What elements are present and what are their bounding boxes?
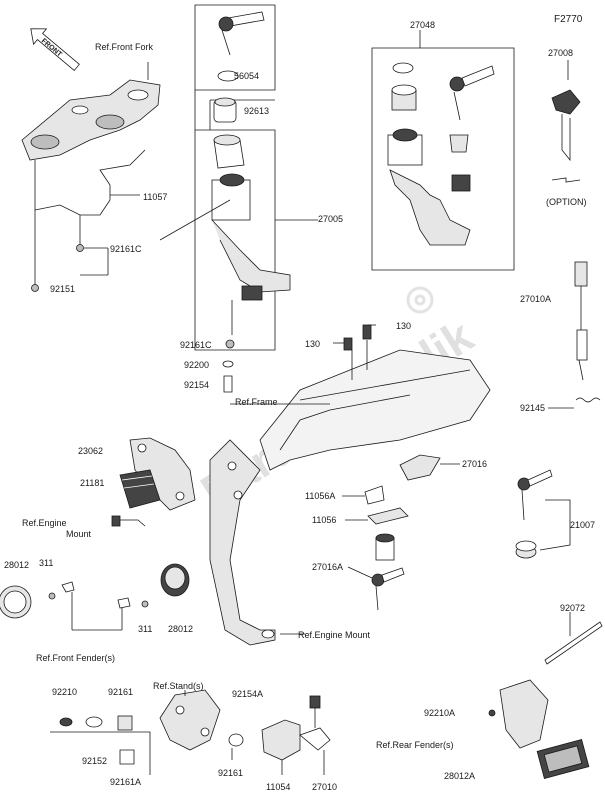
rear-reflector-part bbox=[499, 679, 590, 779]
label-27016a: 27016A bbox=[312, 562, 344, 572]
bracket-11056-part bbox=[367, 507, 409, 525]
label-option: (OPTION) bbox=[546, 197, 587, 207]
label-92161a: 92161A bbox=[110, 777, 142, 787]
label-92154a: 92154A bbox=[232, 689, 264, 699]
label-92161: 92161 bbox=[108, 687, 134, 697]
key-top-part bbox=[218, 11, 265, 56]
label-92145: 92145 bbox=[520, 403, 546, 413]
plug-part bbox=[449, 134, 469, 153]
label-92152: 92152 bbox=[82, 756, 108, 766]
label-92210a: 92210A bbox=[424, 708, 456, 718]
label-92200: 92200 bbox=[184, 360, 210, 370]
label-11056: 11056 bbox=[312, 515, 337, 525]
label-92210: 92210 bbox=[52, 687, 78, 697]
label-92151: 92151 bbox=[50, 284, 76, 294]
label-311-top: 311 bbox=[39, 558, 54, 568]
stand-switch-part bbox=[261, 695, 331, 761]
reflector-right-part bbox=[160, 563, 190, 597]
cable-tie-92072-part bbox=[544, 621, 603, 665]
label-56054: 56054 bbox=[234, 71, 260, 81]
key-box-part bbox=[449, 65, 495, 121]
keys-21007-part bbox=[515, 469, 553, 559]
bolt-engine-mount-part bbox=[118, 519, 146, 527]
label-ref-engine-mount-1: Ref.Engine bbox=[22, 518, 67, 528]
figure-code: F2770 bbox=[554, 14, 583, 25]
bracket-27016-part bbox=[399, 454, 441, 481]
label-92161-bottom: 92161 bbox=[218, 768, 244, 778]
label-27010: 27010 bbox=[312, 782, 338, 792]
top-bridge-part bbox=[21, 79, 161, 161]
cylinder-27016a-part bbox=[375, 533, 395, 561]
label-ref-frame: Ref.Frame bbox=[235, 397, 278, 407]
label-130-right: 130 bbox=[396, 321, 412, 331]
label-27048: 27048 bbox=[410, 20, 436, 30]
label-92161c-top: 92161C bbox=[110, 244, 142, 254]
label-11054: 11054 bbox=[266, 782, 291, 792]
keys-27016a-part bbox=[371, 567, 405, 611]
washer-56054-part bbox=[217, 70, 239, 82]
label-ref-engine-mount-2: Mount bbox=[66, 529, 92, 539]
label-11056a: 11056A bbox=[305, 491, 336, 501]
wire-11057-part bbox=[34, 149, 146, 216]
label-ref-engine-mount-long: Ref.Engine Mount bbox=[298, 630, 371, 640]
bolt-92154-part bbox=[223, 375, 233, 393]
option-key-part bbox=[551, 89, 581, 162]
front-arrow-icon: FRONT bbox=[30, 28, 80, 72]
label-27005: 27005 bbox=[318, 214, 344, 224]
label-92613: 92613 bbox=[244, 106, 270, 116]
stand-bracket-part bbox=[159, 689, 221, 751]
label-28012-left: 28012 bbox=[4, 560, 30, 570]
label-92161c-mid: 92161C bbox=[180, 340, 212, 350]
frame-part bbox=[259, 349, 491, 471]
label-ref-stand: Ref.Stand(s) bbox=[153, 681, 204, 691]
label-92154: 92154 bbox=[184, 380, 210, 390]
label-27010a: 27010A bbox=[520, 294, 552, 304]
block-21181-part bbox=[119, 469, 161, 509]
spring-92145-part bbox=[575, 397, 601, 403]
label-27008: 27008 bbox=[548, 48, 574, 58]
label-ref-front-fender: Ref.Front Fender(s) bbox=[36, 653, 116, 663]
label-311-bottom: 311 bbox=[138, 624, 153, 634]
label-28012-right: 28012 bbox=[168, 624, 194, 634]
bracket-11056a-part bbox=[364, 485, 385, 505]
label-11057: 11057 bbox=[143, 192, 168, 202]
label-23062: 23062 bbox=[78, 446, 104, 456]
cover-27005-part bbox=[213, 134, 245, 169]
label-21007: 21007 bbox=[570, 520, 596, 530]
sleeve-part bbox=[451, 174, 471, 192]
engine-mount-bracket-part bbox=[209, 439, 276, 646]
watermark-gear-icon bbox=[406, 286, 434, 314]
label-ref-rear-fender: Ref.Rear Fender(s) bbox=[376, 740, 454, 750]
reflector-left-part bbox=[0, 585, 32, 619]
lead-27010a-part bbox=[574, 261, 588, 381]
cap-92613-part bbox=[213, 97, 237, 123]
label-ref-front-fork: Ref.Front Fork bbox=[95, 42, 154, 52]
label-27016: 27016 bbox=[462, 459, 488, 469]
label-21181: 21181 bbox=[80, 478, 105, 488]
switch-assembly-part bbox=[387, 128, 471, 246]
label-28012a: 28012A bbox=[444, 771, 476, 781]
label-130-left: 130 bbox=[305, 339, 321, 349]
ignition-switch-part bbox=[211, 173, 291, 301]
label-92072: 92072 bbox=[560, 603, 586, 613]
lock-cylinder-part bbox=[391, 84, 417, 111]
